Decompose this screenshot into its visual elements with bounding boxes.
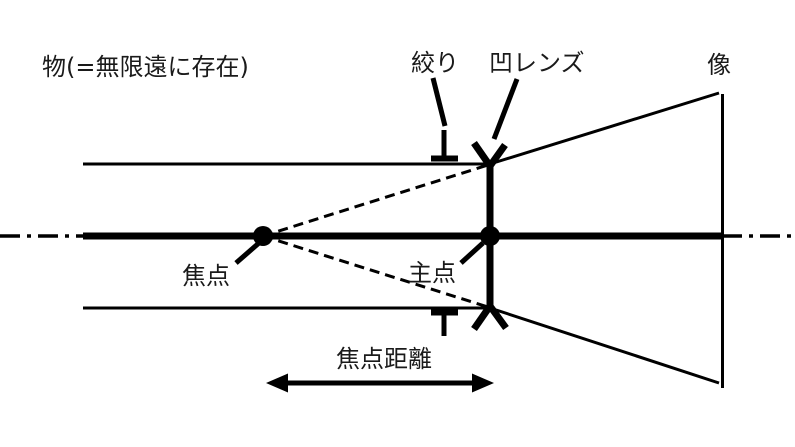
aperture-top-symbol: [431, 130, 458, 162]
principal-point-dot: [480, 226, 500, 246]
aperture-bottom-symbol: [431, 309, 458, 336]
focal-length-label: 焦点距離: [336, 345, 432, 373]
diverging-ray-top-line: [489, 91, 720, 166]
lens-label: 凹レンズ: [489, 49, 585, 77]
lens-bottom-arrowhead-left-stroke: [471, 304, 493, 331]
virtual-ray-bottom-dashed-line: [262, 234, 489, 309]
diverging-ray-bottom-line: [489, 306, 720, 385]
lens-top-arrowhead-right-stroke: [487, 142, 508, 169]
focal-point-label: 焦点: [182, 262, 230, 290]
principal-point-label: 主点: [408, 259, 456, 287]
aperture-leader-line: [430, 77, 448, 127]
principal-point-leader-line: [459, 241, 485, 265]
image-label: 像: [707, 51, 731, 79]
lens-bottom-arrowhead-right-stroke: [487, 303, 509, 331]
focal-point-leader-line: [234, 241, 261, 265]
lens-leader-line: [491, 78, 520, 140]
object-label: 物(=無限遠に存在): [42, 53, 249, 81]
virtual-ray-top-dashed-line: [262, 163, 489, 238]
focal-length-arrow: [266, 373, 494, 393]
focal-point-dot: [253, 226, 273, 246]
focal-length-arrowhead-left: [266, 373, 288, 393]
focal-length-arrowhead-right: [472, 373, 494, 393]
aperture-label: 絞り: [411, 49, 459, 77]
lens-top-arrowhead-left-stroke: [471, 141, 493, 168]
concave-lens-symbol: [471, 141, 509, 331]
